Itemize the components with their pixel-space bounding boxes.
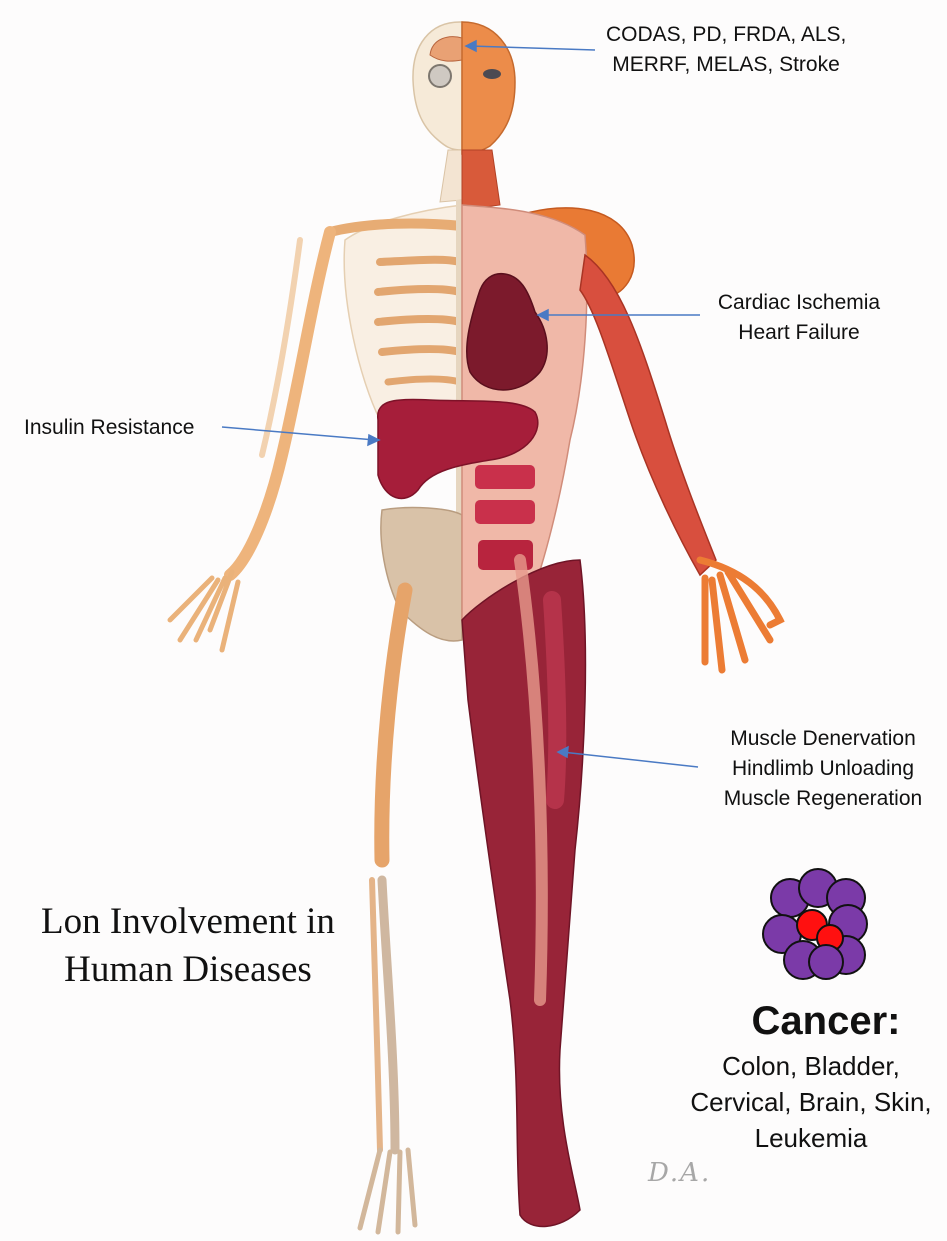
liver-arrow	[222, 427, 375, 440]
ribcage	[344, 205, 462, 420]
right-leg	[462, 560, 585, 1226]
heart-disease-label: Cardiac Ischemia Heart Failure	[704, 288, 894, 348]
face-muscle	[462, 22, 515, 154]
tumor-cluster-icon	[763, 869, 867, 979]
femur	[382, 590, 405, 860]
right-eye	[483, 69, 501, 79]
cancer-types-line-1: Colon, Bladder,	[676, 1048, 946, 1084]
muscle-label-line-1: Muscle Denervation	[708, 724, 938, 754]
left-hand-bones	[170, 572, 238, 650]
heart-label-line-1: Cardiac Ischemia	[704, 288, 894, 318]
liver-disease-label: Insulin Resistance	[24, 413, 194, 443]
cancer-types-line-2: Cervical, Brain, Skin,	[676, 1084, 946, 1120]
brain-label-line-1: CODAS, PD, FRDA, ALS,	[606, 20, 846, 50]
artist-signature: D.A.	[648, 1158, 711, 1188]
figure-title: Lon Involvement in Human Diseases	[8, 898, 368, 994]
skeleton-half	[170, 22, 464, 1232]
cancer-types-line-3: Leukemia	[676, 1120, 946, 1156]
title-line-2: Human Diseases	[8, 946, 368, 994]
cancer-types: Colon, Bladder, Cervical, Brain, Skin, L…	[676, 1048, 946, 1156]
right-arm	[580, 255, 716, 575]
muscle-label-line-3: Muscle Regeneration	[708, 784, 938, 814]
brain-label-line-2: MERRF, MELAS, Stroke	[606, 50, 846, 80]
title-line-1: Lon Involvement in	[8, 898, 368, 946]
cancer-heading: Cancer:	[726, 995, 926, 1047]
brain-disease-label: CODAS, PD, FRDA, ALS, MERRF, MELAS, Stro…	[606, 20, 846, 80]
muscle-disease-label: Muscle Denervation Hindlimb Unloading Mu…	[708, 724, 938, 814]
eye-socket	[429, 65, 451, 87]
heart-label-line-2: Heart Failure	[704, 318, 894, 348]
muscle-label-line-2: Hindlimb Unloading	[708, 754, 938, 784]
